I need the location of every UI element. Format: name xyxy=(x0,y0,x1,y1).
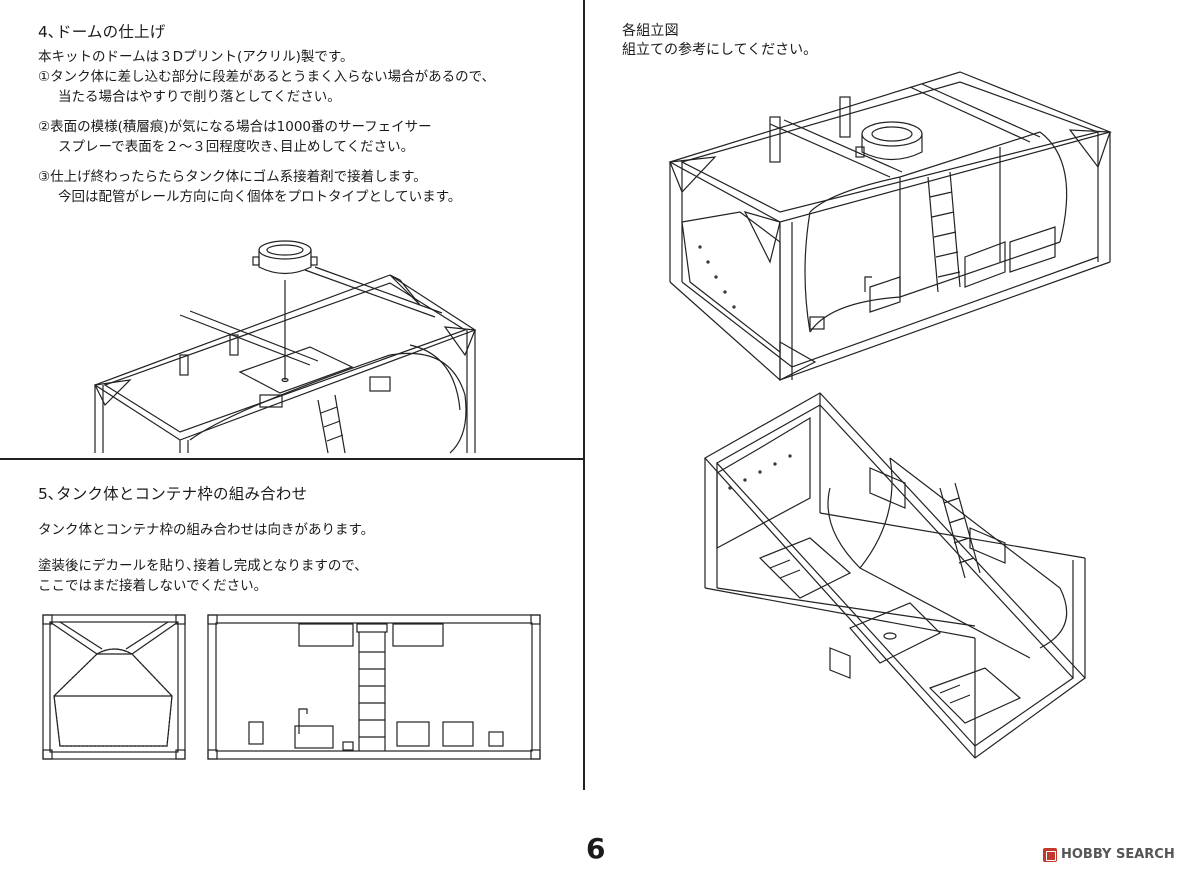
section4-heading: 4､ドームの仕上げ xyxy=(38,23,166,41)
section5-heading: 5､タンク体とコンテナ枠の組み合わせ xyxy=(38,485,308,503)
assembly-heading: 各組立図 xyxy=(622,23,679,39)
hobby-search-logo-icon xyxy=(1043,847,1057,862)
side-view-diagram xyxy=(207,614,541,760)
section5-line: ここではまだ接着しないでください。 xyxy=(38,578,268,594)
section4-line: 今回は配管がレール方向に向く個体をプロトタイプとしています。 xyxy=(58,189,462,205)
section5-text: タンク体とコンテナ枠の組み合わせは向きがあります。 塗装後にデカールを貼り､接着… xyxy=(38,520,374,596)
section4-text: 本キットのドームは３Dプリント(アクリル)製です。 ①タンク体に差し込む部分に段… xyxy=(38,47,495,207)
section4-line: ②表面の模様(積層痕)が気になる場合は1000番のサーフェイサー xyxy=(38,119,432,135)
watermark-text: HOBBY SEARCH xyxy=(1061,847,1175,862)
section4-line: スプレーで表面を２～３回程度吹き､目止めしてください。 xyxy=(58,139,415,155)
section4-line: ①タンク体に差し込む部分に段差があるとうまく入らない場合があるので、 xyxy=(38,69,496,85)
page-number: 6 xyxy=(586,832,606,865)
vertical-divider xyxy=(583,0,585,790)
horizontal-divider xyxy=(0,458,584,460)
dome-install-illustration xyxy=(90,235,490,455)
section5-line: タンク体とコンテナ枠の組み合わせは向きがあります。 xyxy=(38,522,375,538)
watermark: HOBBY SEARCH xyxy=(1043,847,1175,862)
section4-line: 本キットのドームは３Dプリント(アクリル)製です。 xyxy=(38,49,354,65)
assembly-bottom-view-illustration xyxy=(700,388,1090,763)
assembly-subtext: 組立ての参考にしてください。 xyxy=(622,42,818,58)
section5-line: 塗装後にデカールを貼り､接着し完成となりますので、 xyxy=(38,558,368,574)
section4-line: ③仕上げ終わったらたらタンク体にゴム系接着剤で接着します。 xyxy=(38,169,427,185)
end-view-diagram xyxy=(42,614,186,760)
assembly-top-view-illustration xyxy=(660,62,1120,384)
section4-line: 当たる場合はやすりで削り落としてください。 xyxy=(58,89,341,105)
